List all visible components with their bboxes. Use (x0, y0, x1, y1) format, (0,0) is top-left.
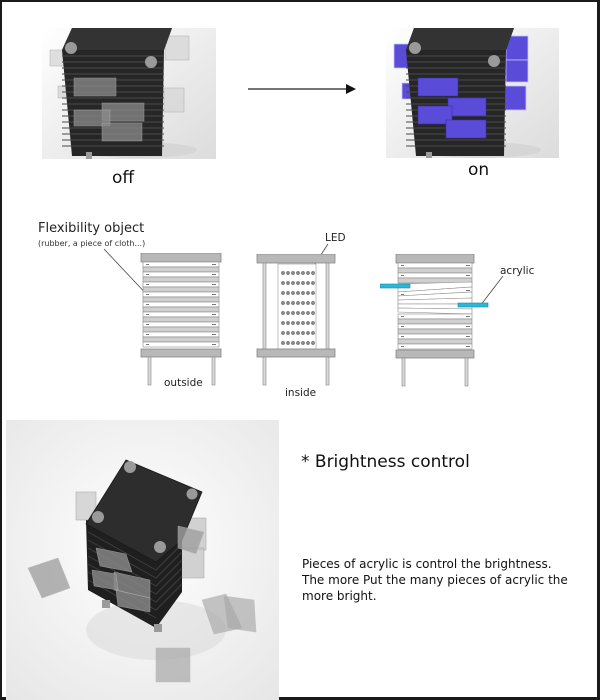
flexibility-object-sublabel: (rubber, a piece of cloth...) (38, 239, 146, 248)
inside-diagram (256, 253, 338, 389)
acrylic-piece-left (379, 283, 411, 289)
acrylic-label: acrylic (500, 265, 535, 277)
lamp-off-illustration (42, 28, 216, 159)
brightness-render (6, 420, 279, 700)
brightness-description: Pieces of acrylic is control the brightn… (302, 556, 592, 604)
outside-caption: outside (164, 377, 203, 389)
brightness-control-heading: * Brightness control (301, 452, 470, 472)
inside-caption: inside (285, 387, 317, 399)
flexibility-object-label: Flexibility object (38, 221, 145, 236)
description-line-1: Pieces of acrylic is control the brightn… (302, 557, 552, 571)
description-line-3: more bright. (302, 589, 377, 603)
right-arrow-icon (246, 81, 358, 97)
description-line-2: The more Put the many pieces of acrylic … (302, 573, 568, 587)
acrylic-piece-right (457, 302, 489, 308)
acrylic-diagram (379, 253, 492, 389)
off-caption: off (112, 168, 135, 188)
led-grid (281, 271, 315, 345)
led-label: LED (325, 232, 346, 244)
lamp-on-illustration (386, 28, 559, 158)
device-on-render (386, 28, 559, 158)
lamp-top-view-illustration (6, 420, 279, 700)
outside-diagram (140, 252, 224, 388)
device-off-render (42, 28, 216, 159)
acrylic-leader-line (479, 275, 504, 307)
on-caption: on (468, 160, 490, 180)
